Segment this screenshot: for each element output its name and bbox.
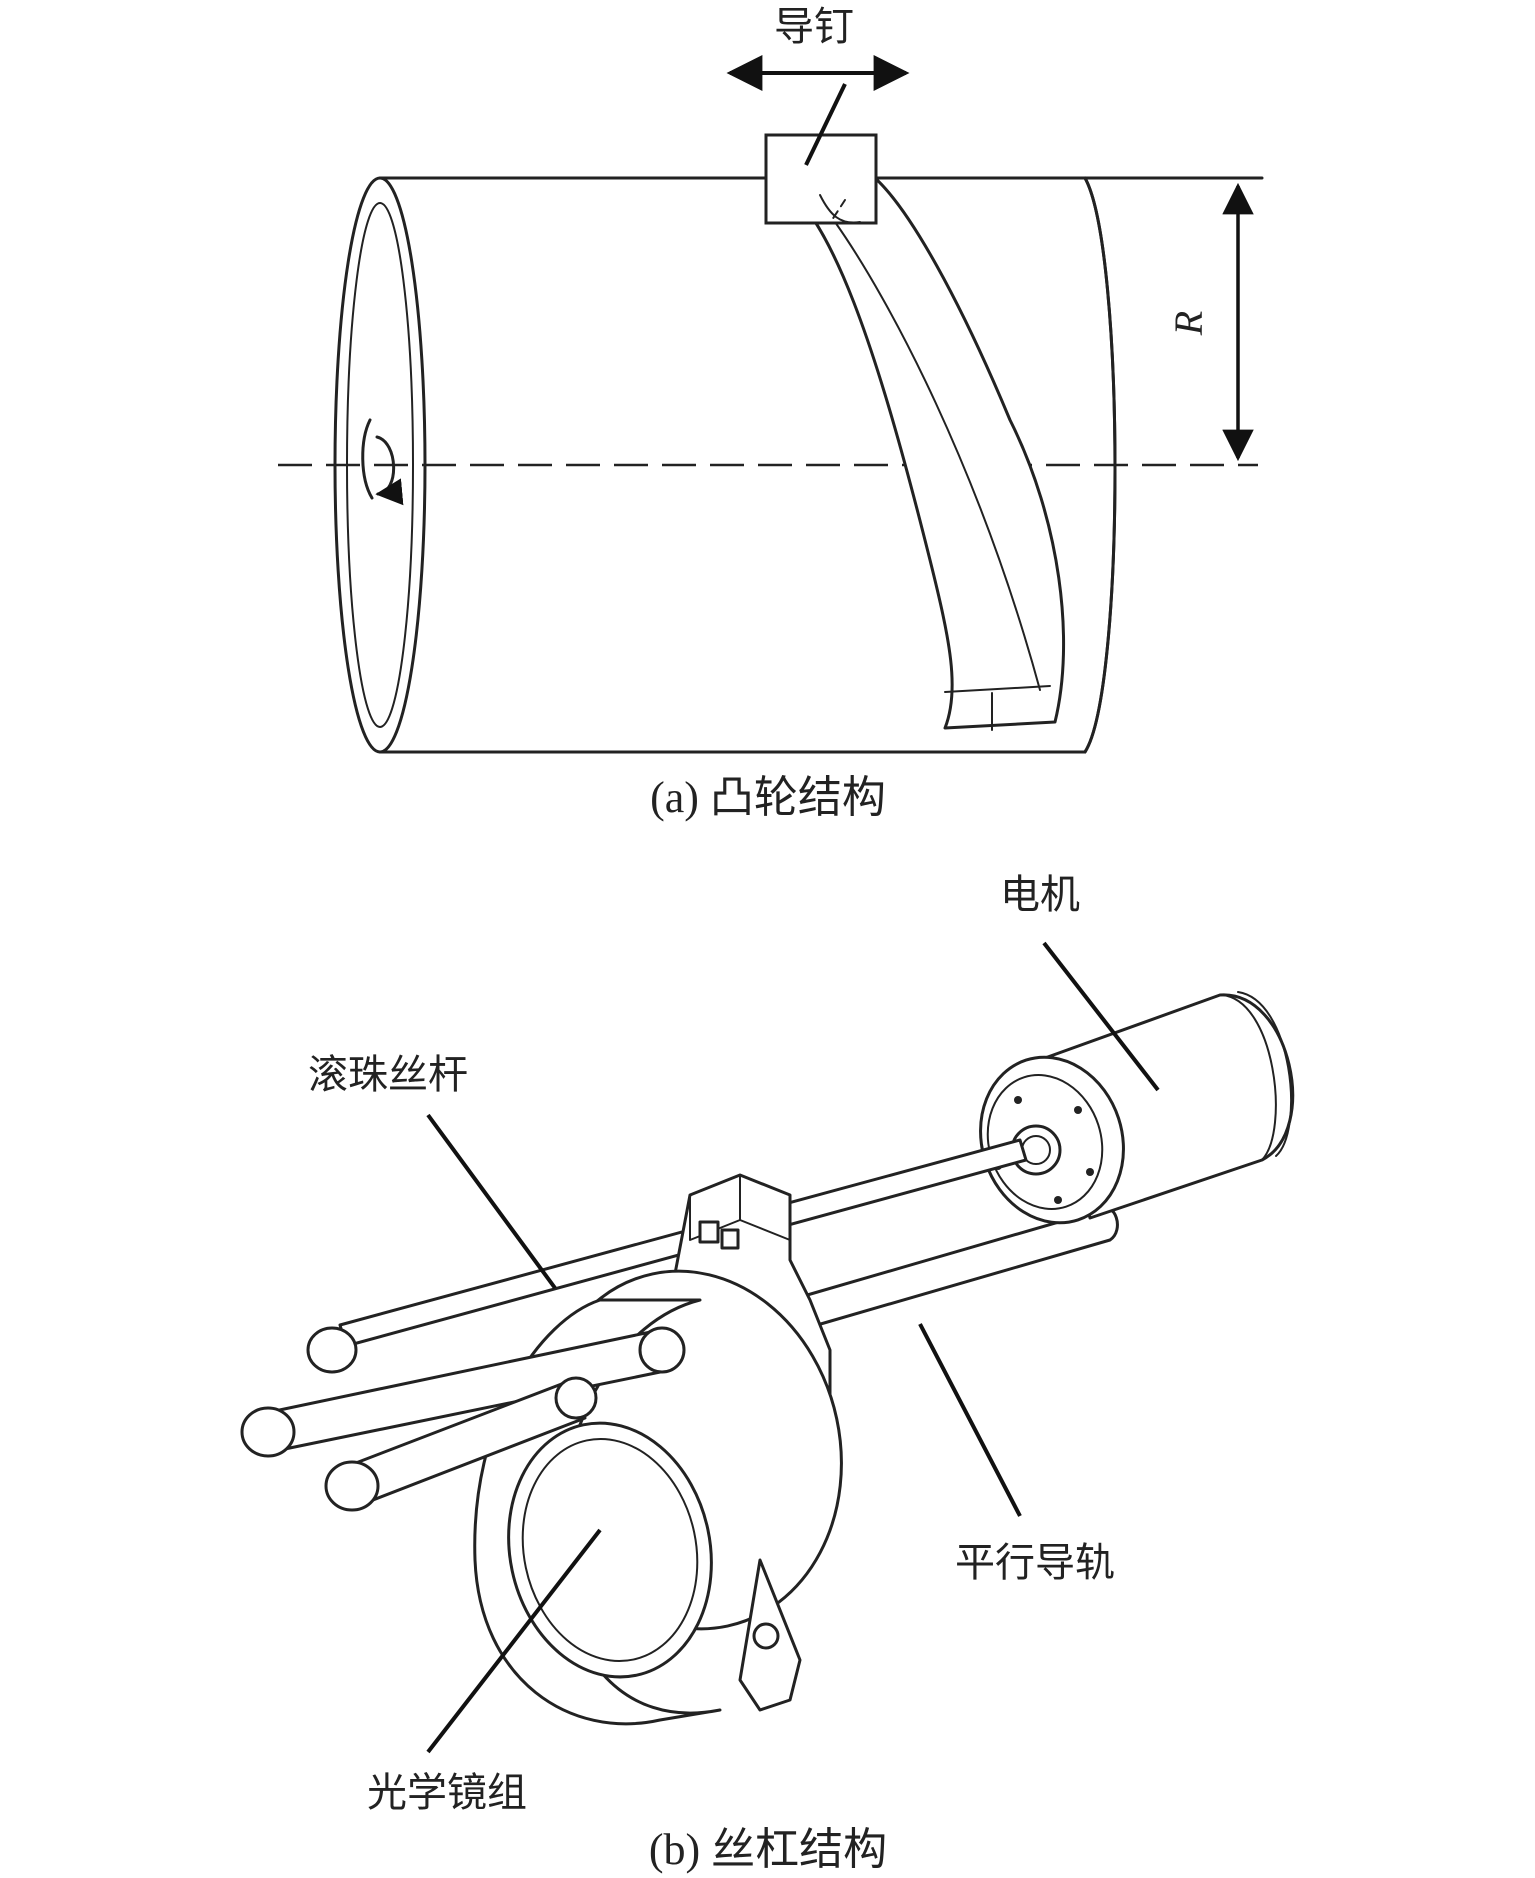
rotation-arrow-icon (375, 435, 404, 506)
lens-group-label: 光学镜组 (367, 1770, 527, 1816)
lead-screw-structure-diagram: 电机 滚珠丝杆 平行导轨 光学镜组 (b) 丝杠结构 (240, 872, 1295, 1874)
caption-b: (b) 丝杠结构 (649, 1825, 887, 1874)
motor (979, 991, 1295, 1225)
parallel-rail-label: 平行导轨 (955, 1540, 1115, 1586)
guide-pin-block (764, 133, 878, 225)
caption-a: (a) 凸轮结构 (650, 773, 886, 822)
ball-screw-label: 滚珠丝杆 (308, 1052, 468, 1098)
parallel-rail-rear (788, 1206, 1119, 1332)
cam-groove (768, 176, 1066, 730)
cam-cylinder-right-edge (1083, 176, 1117, 754)
ball-screw-end (306, 1326, 358, 1374)
motor-label: 电机 (1000, 872, 1080, 918)
guide-pin-label: 导钉 (774, 4, 854, 50)
radius-label: R (1166, 311, 1211, 336)
cam-structure-diagram: 导钉 R (a) 凸轮结构 (278, 4, 1264, 822)
